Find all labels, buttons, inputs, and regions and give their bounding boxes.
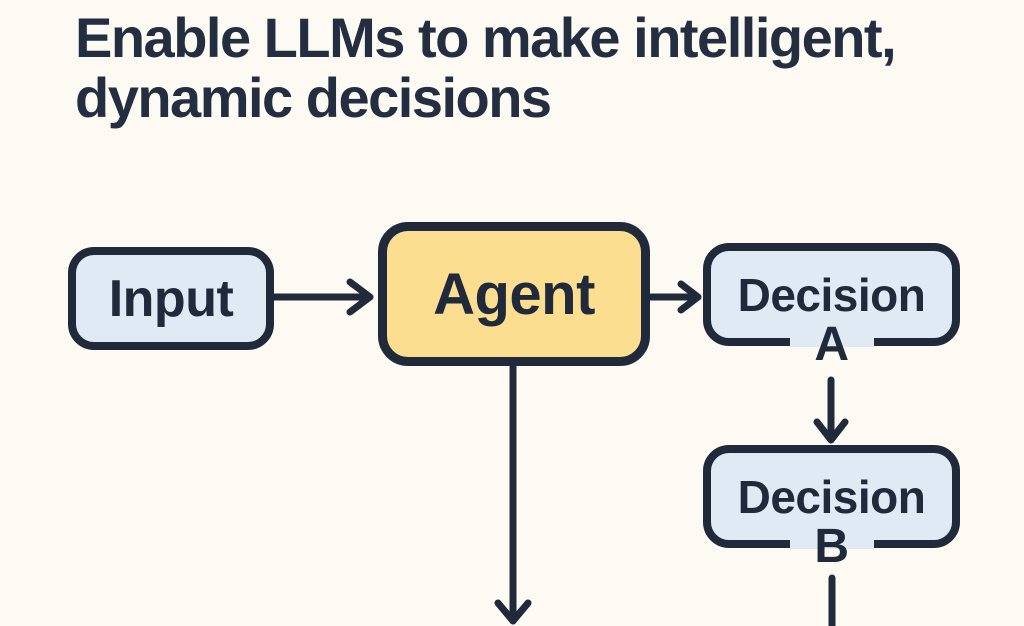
- node-decision-a-letter: A: [814, 318, 849, 371]
- page-title: Enable LLMs to make intelligent, dynamic…: [75, 6, 897, 129]
- node-decision-a-label: Decision: [737, 268, 926, 321]
- node-decision-b-letter: B: [814, 520, 849, 573]
- node-decision-a: Decision A: [703, 243, 960, 369]
- node-decision-b: Decision B: [703, 445, 960, 571]
- node-decision-b-border-gap: [789, 539, 874, 549]
- node-decision-b-label: Decision: [737, 470, 926, 523]
- arrow-agent-down: [494, 363, 532, 625]
- node-input: Input: [68, 247, 274, 350]
- arrow-input-to-agent: [270, 278, 374, 316]
- arrow-agent-to-decision-a: [647, 280, 702, 314]
- arrow-decision-a-to-decision-b: [813, 376, 849, 444]
- node-input-label: Input: [108, 269, 234, 328]
- node-agent: Agent: [378, 222, 650, 366]
- node-decision-a-border-gap: [789, 337, 874, 347]
- node-agent-label: Agent: [433, 261, 595, 327]
